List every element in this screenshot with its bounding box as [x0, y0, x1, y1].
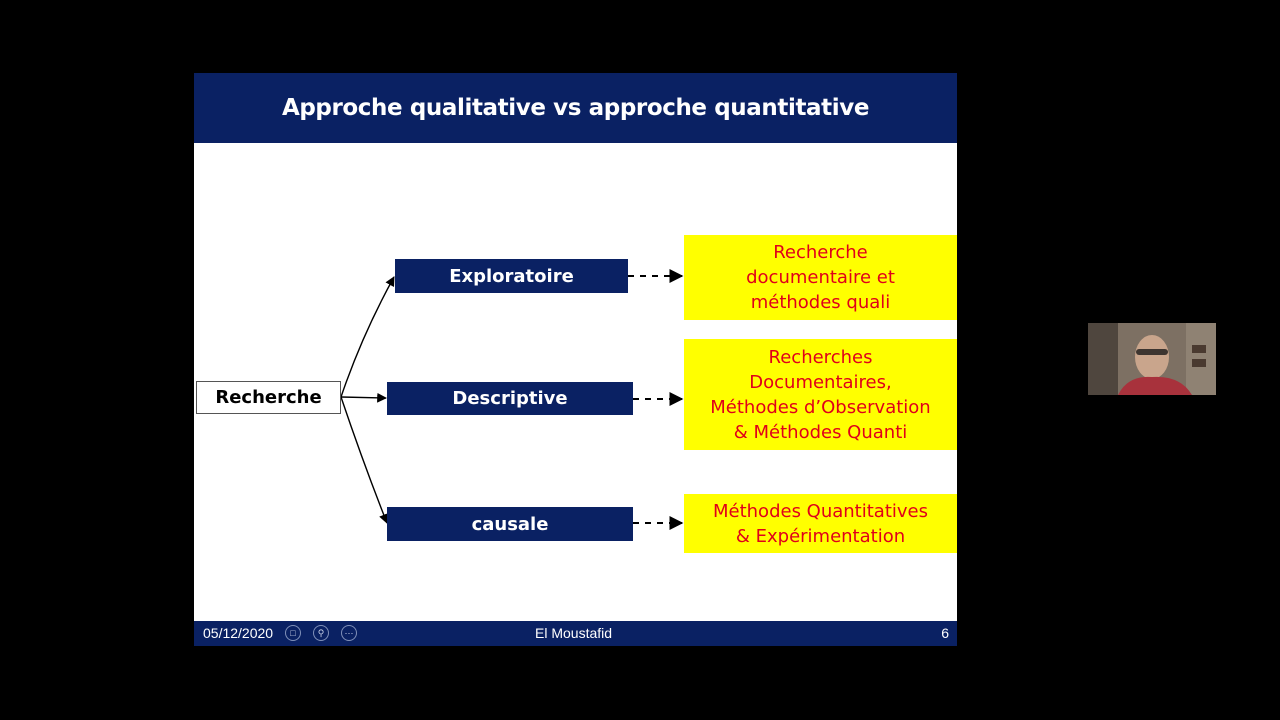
more-icon[interactable]: ⋯	[341, 625, 357, 641]
description-line: & Méthodes Quanti	[734, 420, 908, 445]
root-node-recherche: Recherche	[196, 381, 341, 414]
connector-to-descriptive	[341, 397, 386, 398]
webcam-thumbnail[interactable]	[1088, 323, 1216, 395]
node-exploratoire-label: Exploratoire	[449, 266, 574, 287]
connector-to-causale	[341, 397, 387, 523]
description-exploratoire: Recherche documentaire et méthodes quali	[684, 235, 957, 320]
zoom-icon[interactable]: ⚲	[313, 625, 329, 641]
root-node-label: Recherche	[215, 387, 321, 408]
footer-page-number: 6	[941, 625, 949, 641]
description-causale: Méthodes Quantitatives & Expérimentation	[684, 494, 957, 553]
description-line: Recherche	[773, 240, 868, 265]
slides-icon[interactable]: □	[285, 625, 301, 641]
node-exploratoire: Exploratoire	[395, 259, 628, 293]
node-causale-label: causale	[472, 514, 549, 535]
description-line: Méthodes d’Observation	[710, 395, 930, 420]
slide: Approche qualitative vs approche quantit…	[194, 73, 957, 646]
description-line: Méthodes Quantitatives	[713, 499, 928, 524]
description-line: documentaire et	[746, 265, 895, 290]
description-line: Recherches	[769, 345, 873, 370]
slide-footer: 05/12/2020 □ ⚲ ⋯ El Moustafid 6	[194, 621, 957, 646]
footer-date: 05/12/2020	[203, 625, 273, 641]
description-line: & Expérimentation	[736, 524, 905, 549]
node-descriptive-label: Descriptive	[452, 388, 567, 409]
presenter-video-icon	[1088, 323, 1216, 395]
description-descriptive: Recherches Documentaires, Méthodes d’Obs…	[684, 339, 957, 450]
footer-author: El Moustafid	[535, 625, 612, 641]
connector-to-exploratoire	[341, 277, 394, 397]
node-descriptive: Descriptive	[387, 382, 633, 415]
node-causale: causale	[387, 507, 633, 541]
description-line: Documentaires,	[749, 370, 891, 395]
description-line: méthodes quali	[751, 290, 891, 315]
